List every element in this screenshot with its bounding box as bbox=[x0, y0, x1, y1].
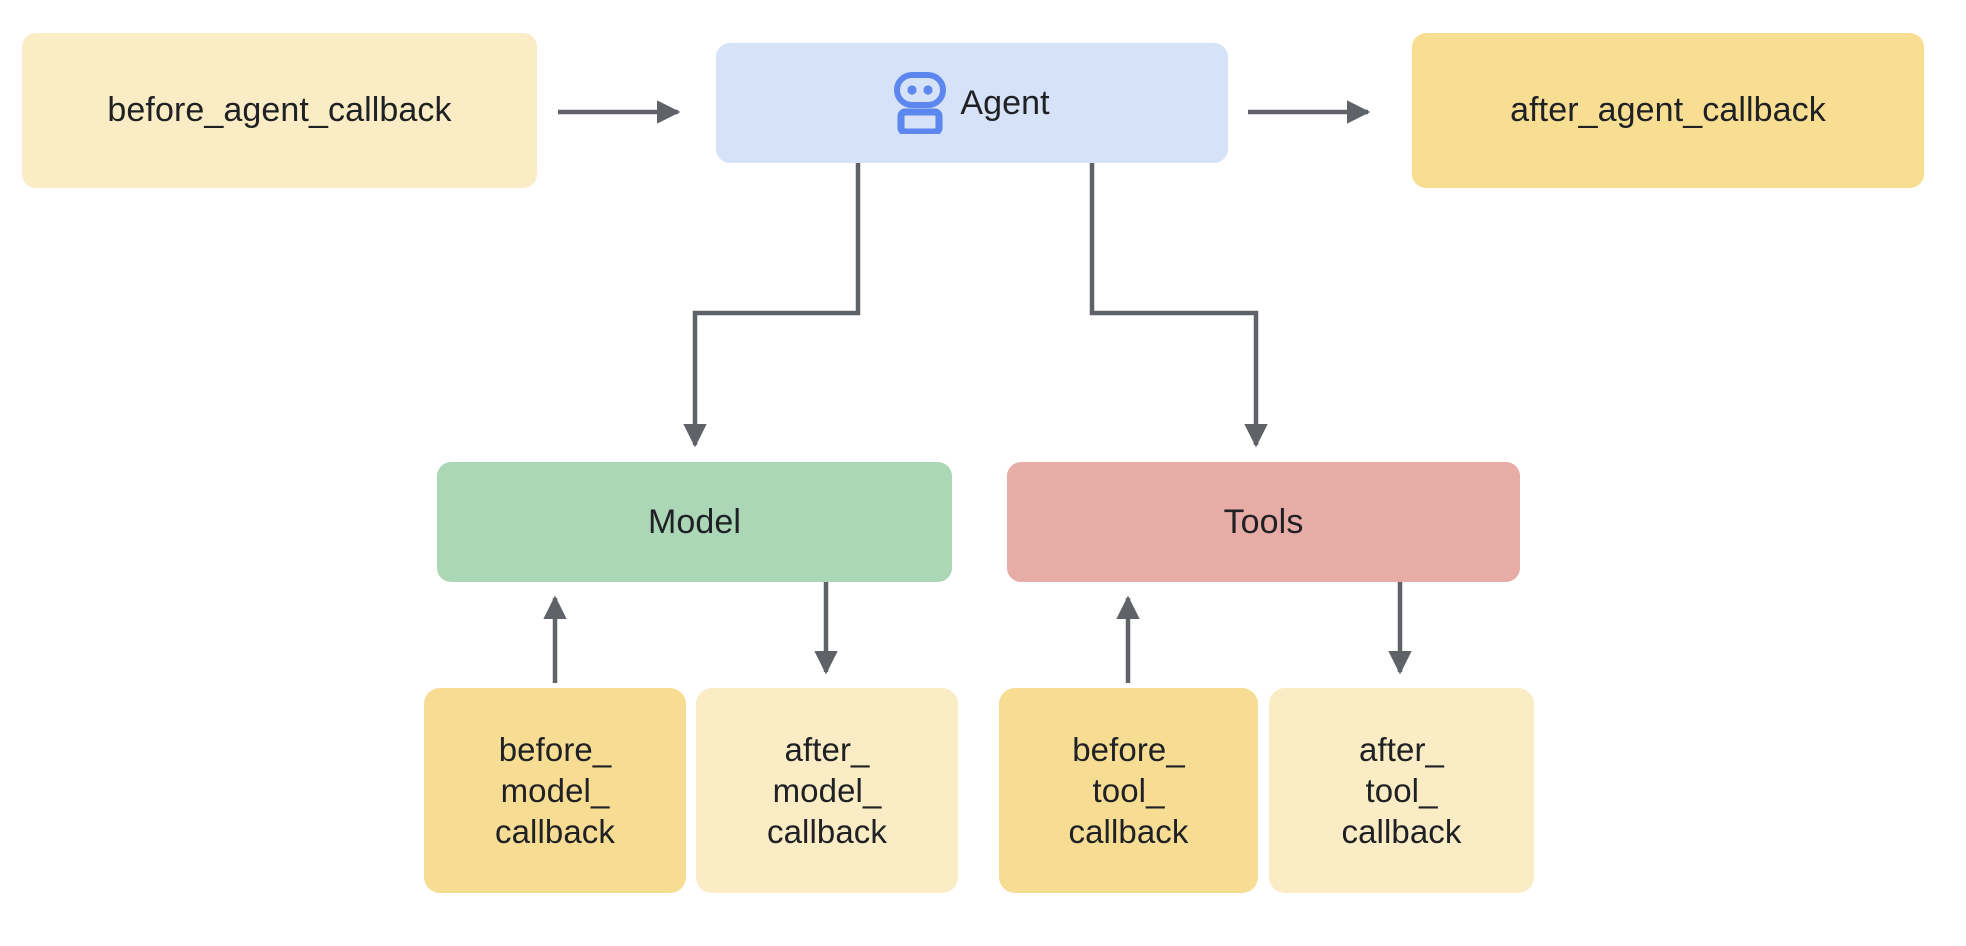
node-before-agent-callback-label: before_agent_callback bbox=[107, 91, 452, 130]
node-before-model-callback-label: before_ model_ callback bbox=[494, 730, 616, 851]
edge-agent-to-tools bbox=[1089, 163, 1268, 448]
node-before-tool-callback-label: before_ tool_ callback bbox=[1068, 730, 1189, 851]
node-after-model-callback[interactable]: after_ model_ callback bbox=[696, 688, 958, 893]
node-tools-label: Tools bbox=[1223, 502, 1304, 541]
edge-agent-to-model bbox=[683, 163, 861, 448]
robot-icon bbox=[894, 72, 947, 134]
node-after-tool-callback-label: after_ tool_ callback bbox=[1341, 730, 1462, 851]
node-after-agent-callback[interactable]: after_agent_callback bbox=[1412, 33, 1924, 188]
node-before-model-callback[interactable]: before_ model_ callback bbox=[424, 688, 686, 893]
node-after-model-callback-label: after_ model_ callback bbox=[766, 730, 888, 851]
node-model[interactable]: Model bbox=[437, 462, 952, 582]
node-agent-label: Agent bbox=[960, 83, 1050, 122]
node-agent[interactable]: Agent bbox=[716, 43, 1228, 163]
node-after-tool-callback[interactable]: after_ tool_ callback bbox=[1269, 688, 1534, 893]
node-before-agent-callback[interactable]: before_agent_callback bbox=[22, 33, 537, 188]
node-before-tool-callback[interactable]: before_ tool_ callback bbox=[999, 688, 1258, 893]
node-model-label: Model bbox=[647, 502, 742, 541]
node-tools[interactable]: Tools bbox=[1007, 462, 1520, 582]
node-after-agent-callback-label: after_agent_callback bbox=[1510, 91, 1826, 130]
